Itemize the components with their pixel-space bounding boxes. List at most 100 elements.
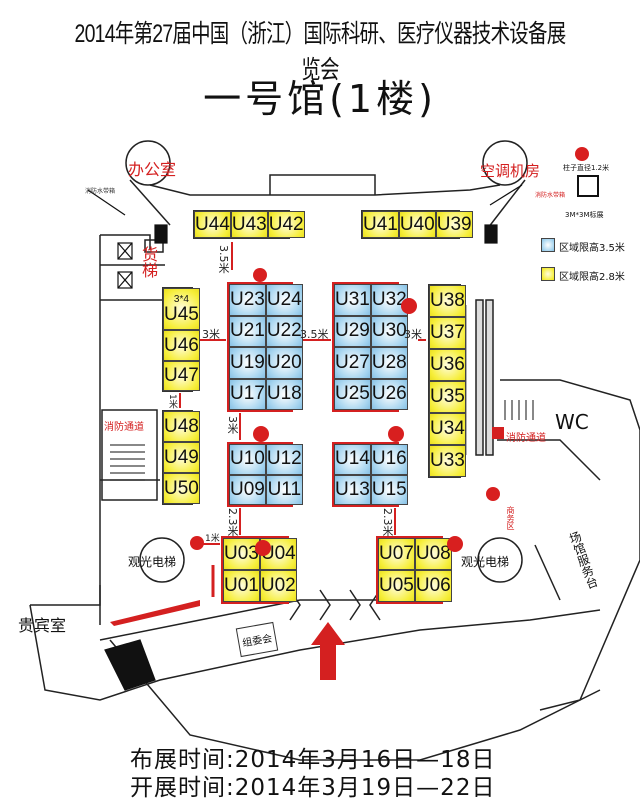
vip-room-label: 贵宾室 (18, 616, 67, 635)
sightseeing-elevator-label: 观光电梯 (461, 555, 510, 569)
booth-size-note: 3*4 (173, 293, 189, 305)
legend-height-35-label: 区域限高3.5米 (559, 243, 625, 254)
dimension-label: 1米 (167, 394, 177, 409)
hose-box-label: 消防水带箱 (85, 188, 116, 195)
dimension-label: 3米 (404, 328, 422, 341)
booth[interactable]: U49 (163, 442, 200, 473)
booth[interactable]: U37 (429, 317, 466, 349)
booth[interactable]: U43 (230, 211, 268, 238)
booth[interactable]: U40 (398, 211, 436, 238)
booth[interactable]: U20 (265, 347, 303, 379)
booth[interactable]: U35 (429, 381, 466, 413)
pillar-icon (253, 426, 269, 442)
page-title: 2014年第27届中国（浙江）国际科研、医疗仪器技术设备展览会 (74, 20, 567, 84)
dimension-label: 3.5米 (217, 245, 230, 274)
pillar-icon (190, 536, 204, 550)
booth[interactable]: U33 (429, 445, 466, 477)
open-time: 开展时间:2014年3月19日—22日 (130, 775, 496, 801)
pillar-icon (447, 536, 463, 552)
booth[interactable]: U02 (259, 570, 297, 602)
booth[interactable]: U31 (334, 284, 371, 316)
legend-height-28-label: 区域限高2.8米 (559, 272, 625, 283)
legend-pillar-icon (575, 147, 589, 161)
booth[interactable]: U50 (163, 473, 200, 504)
pillar-icon (255, 540, 271, 556)
booth[interactable]: U44 (194, 211, 231, 238)
booth[interactable]: U06 (414, 570, 452, 602)
sightseeing-elevator-label: 观光电梯 (128, 555, 177, 569)
booth[interactable]: U27 (334, 347, 371, 379)
booth[interactable]: U25 (334, 378, 371, 410)
booth-row-top-right: U41 U40 U39 (361, 210, 473, 239)
booth[interactable]: U41 (362, 211, 399, 238)
dimension-label: 3.5米 (300, 328, 329, 341)
legend-pillar-label: 柱子直径1.2米 (563, 164, 610, 172)
legend-standard-booth-label: 3M*3M标展 (565, 211, 604, 219)
booth[interactable]: U26 (370, 378, 408, 410)
booth[interactable]: U19 (229, 347, 266, 379)
dimension-label: 2.3米 (381, 508, 394, 537)
booth-col-left-lower: U48 U49 U50 (162, 410, 200, 505)
booth[interactable]: U42 (267, 211, 305, 238)
booth[interactable]: U46 (163, 330, 200, 361)
booth[interactable]: U13 (334, 474, 371, 505)
business-area-label: 商务区 (506, 506, 515, 530)
legend-yellow-swatch (541, 267, 555, 281)
pillar-icon (401, 298, 417, 314)
booth[interactable]: U08 (414, 538, 452, 570)
wc-label: WC (555, 410, 589, 434)
pillar-icon (486, 487, 500, 501)
booth[interactable]: U28 (370, 347, 408, 379)
booth[interactable]: U07 (378, 538, 415, 570)
dimension-label: 2.3米 (226, 508, 239, 537)
booth[interactable]: U21 (229, 315, 266, 347)
fire-exit-label: 消防通道 (506, 433, 546, 444)
booth[interactable]: U15 (370, 474, 408, 505)
booth[interactable]: U16 (370, 444, 408, 475)
hose-box-label: 消防水带箱 (535, 192, 566, 199)
booth[interactable]: U03 (223, 538, 260, 570)
hall-title: 一号馆(1楼) (203, 77, 437, 121)
freight-elevator-label: 货梯 (139, 246, 158, 278)
booth[interactable]: U30 (370, 315, 408, 347)
office-label: 办公室 (128, 160, 177, 179)
dimension-label: 1米 (205, 534, 220, 544)
booth-label: U45 (164, 303, 199, 325)
ac-room-label: 空调机房 (480, 162, 541, 180)
booth[interactable]: U10 (229, 444, 266, 475)
booth[interactable]: U23 (229, 284, 266, 316)
booth[interactable]: U05 (378, 570, 415, 602)
dimension-label: 3米 (226, 416, 239, 434)
booth[interactable]: U12 (265, 444, 303, 475)
dimension-label: 3米 (202, 328, 220, 341)
fire-exit-label: 消防通道 (104, 422, 144, 433)
booth[interactable]: U01 (223, 570, 260, 602)
booth[interactable]: U47 (163, 360, 200, 391)
booth[interactable]: U29 (334, 315, 371, 347)
booth-row-top-left: U44 U43 U42 (193, 210, 305, 239)
booth[interactable]: U36 (429, 349, 466, 381)
legend-blue-swatch (541, 238, 555, 252)
booth[interactable]: U39 (435, 211, 473, 238)
booth[interactable]: U24 (265, 284, 303, 316)
booth[interactable]: U32 (370, 284, 408, 316)
booth[interactable]: U48 (163, 411, 200, 442)
booth[interactable]: U18 (265, 378, 303, 410)
booth[interactable]: U22 (265, 315, 303, 347)
booth[interactable]: U38 (429, 285, 466, 317)
booth[interactable]: U14 (334, 444, 371, 475)
booth[interactable]: U17 (229, 378, 266, 410)
setup-time: 布展时间:2014年3月16日—18日 (130, 747, 496, 773)
booth[interactable]: U09 (229, 474, 266, 505)
booth[interactable]: U11 (265, 474, 303, 505)
booth[interactable]: U34 (429, 413, 466, 445)
